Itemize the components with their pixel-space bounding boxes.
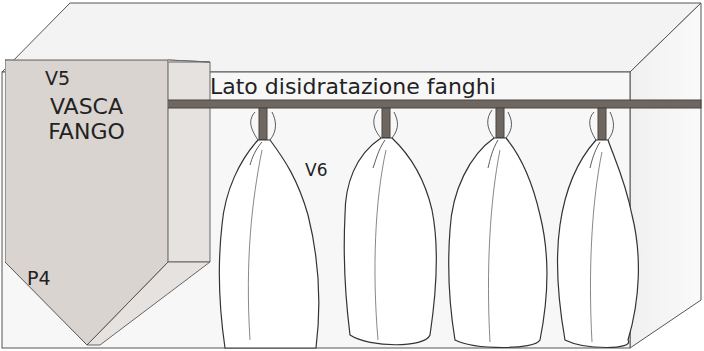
tank-label: V5 (45, 68, 70, 90)
callout-number: V6 (305, 160, 327, 180)
bag-folds (248, 150, 602, 342)
bag-ties (250, 110, 614, 168)
sludge-tank: V5VASCA FANGO P4 (5, 60, 168, 345)
filter-bags (219, 138, 638, 348)
tank-label: VASCA FANGO (22, 94, 152, 145)
area-title: Lato disidratazione fanghi (210, 74, 496, 99)
tank-label: P4 (27, 268, 51, 290)
room-side (630, 3, 701, 348)
hooks (259, 108, 606, 140)
tank-side (168, 60, 210, 262)
hanging-bar (155, 100, 701, 108)
